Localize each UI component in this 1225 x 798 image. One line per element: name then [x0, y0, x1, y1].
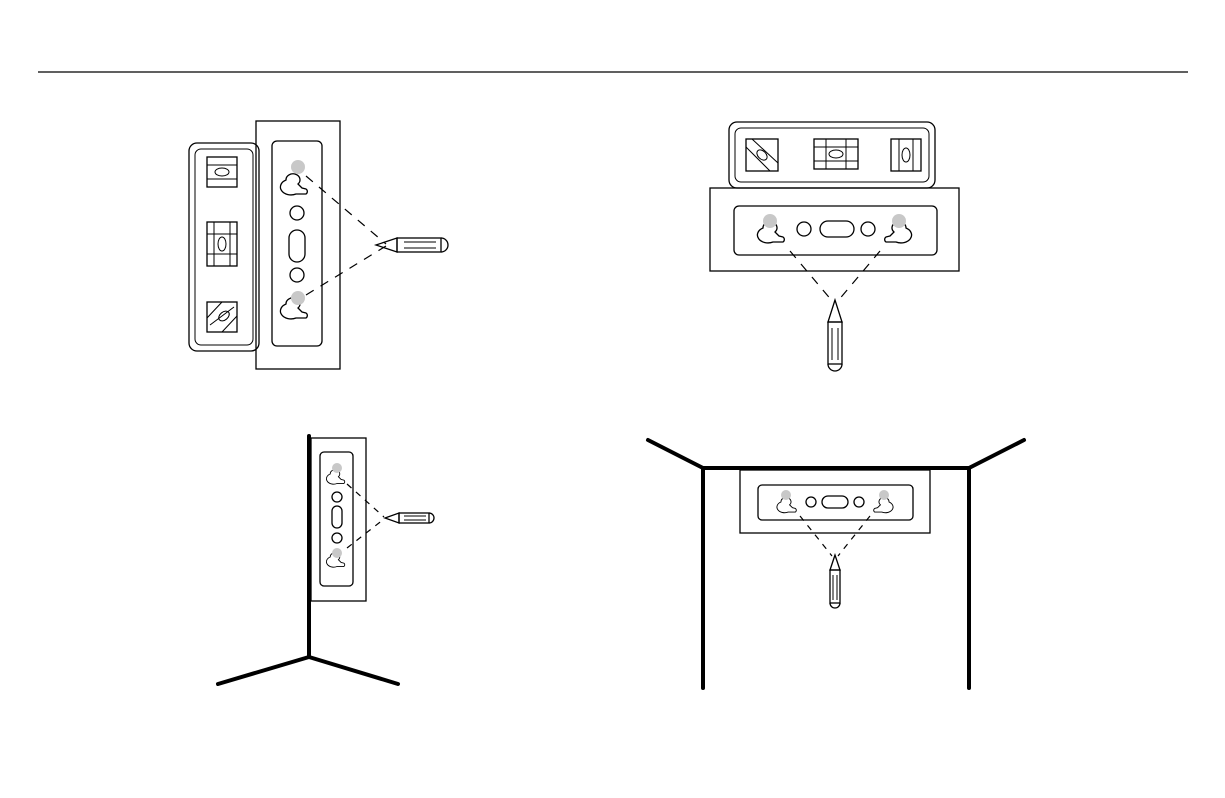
wall-corner-icon [218, 436, 398, 684]
pencil-icon [830, 555, 840, 608]
pencil-icon [385, 513, 434, 523]
mounting-bracket-icon [740, 470, 930, 533]
mounting-bracket-icon [710, 188, 959, 271]
screw-icon [291, 160, 305, 174]
panel-vertical-level-marking [189, 121, 448, 369]
pencil-icon [376, 238, 448, 252]
pencil-icon [828, 300, 842, 371]
wall-corner-icon [648, 440, 1024, 688]
spirit-level-icon [729, 122, 935, 188]
screw-icon [332, 463, 342, 473]
mounting-bracket-icon [311, 438, 366, 601]
keyhole-slot-icon [280, 174, 307, 195]
screw-icon [332, 548, 342, 558]
spirit-level-icon [189, 143, 259, 351]
panel-horizontal-ceiling-corner-mounting [648, 440, 1024, 688]
panel-horizontal-level-marking [710, 122, 959, 371]
mounting-bracket-icon [256, 121, 340, 369]
screw-icon [892, 214, 906, 228]
panel-vertical-wall-corner-mounting [218, 436, 434, 684]
screw-icon [781, 490, 791, 500]
screw-icon [763, 214, 777, 228]
screw-icon [291, 291, 305, 305]
screw-icon [879, 490, 889, 500]
